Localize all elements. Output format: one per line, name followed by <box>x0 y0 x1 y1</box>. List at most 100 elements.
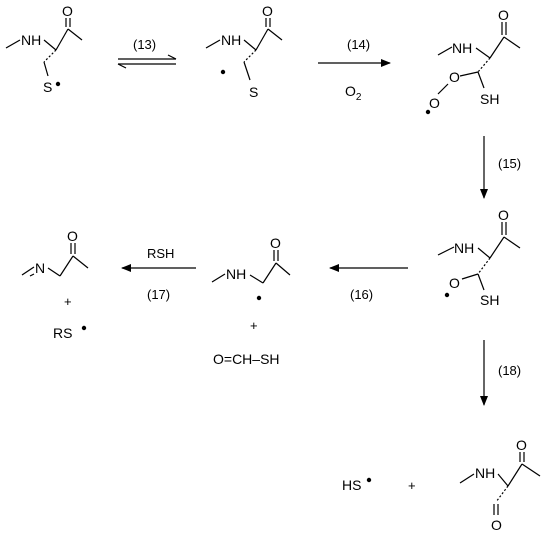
molecule-cysteinyl-thiyl-radical: NH O S <box>5 3 83 95</box>
bond <box>275 262 291 276</box>
plus-sign: + <box>64 294 72 309</box>
reaction-arrow-16: (16) <box>329 264 408 302</box>
hashed-bond <box>243 49 257 63</box>
bond <box>47 267 61 277</box>
nh-atom-label: NH <box>21 32 41 48</box>
bond <box>21 266 35 276</box>
o-atom-label: O <box>62 3 73 19</box>
o-atom-label: O <box>270 235 281 251</box>
o-atom-label: O <box>262 3 273 19</box>
molecule-alkoxyl-radical: NH O SH O <box>437 207 521 308</box>
step-label-13: (13) <box>133 37 156 52</box>
reaction-arrow-14: (14) O2 <box>318 37 391 103</box>
molecule-glycyl-radical: NH O + O=CH–SH <box>211 235 291 367</box>
bond <box>489 236 505 259</box>
bond <box>55 28 69 51</box>
o-atom-label: O <box>498 207 509 223</box>
radical-dot <box>55 81 61 87</box>
bond <box>521 463 541 477</box>
equilibrium-arrow-13: (13) <box>117 37 177 69</box>
step-label-17: (17) <box>147 287 170 302</box>
reaction-arrow-18: (18) <box>480 340 521 406</box>
step-label-18: (18) <box>498 363 521 378</box>
molecule-glycine-product: N O + RS <box>21 228 89 341</box>
o-atom-label: O <box>491 517 502 533</box>
step-label-15: (15) <box>498 156 521 171</box>
molecule-peroxyl-radical: NH O SH O O <box>425 7 521 115</box>
radical-dot <box>425 109 431 115</box>
bond <box>249 274 264 284</box>
plus-sign: + <box>250 318 258 333</box>
radical-dot <box>444 292 450 298</box>
bond <box>211 273 226 283</box>
hashed-bond <box>477 57 491 73</box>
bond <box>437 246 455 256</box>
o-atom-label: O <box>449 69 460 85</box>
forward-arrow-head <box>167 54 177 60</box>
bond <box>262 262 277 284</box>
s-atom-label: S <box>249 84 258 100</box>
bond <box>477 247 491 259</box>
radical-dot <box>366 477 372 483</box>
plus-sign: + <box>408 478 416 493</box>
bond <box>43 61 49 77</box>
bond <box>243 61 251 81</box>
bond <box>459 473 475 484</box>
nh-atom-label: NH <box>452 40 472 56</box>
step-label-14: (14) <box>347 37 370 52</box>
bond <box>43 39 57 51</box>
bond <box>503 36 521 49</box>
o-atom-label: O <box>429 95 440 111</box>
hs-radical: HS <box>342 477 372 493</box>
radical-dot <box>220 69 226 75</box>
nh-atom-label: NH <box>475 465 495 481</box>
bond <box>477 71 485 89</box>
bond <box>267 28 283 41</box>
bond <box>59 255 74 277</box>
nh-atom-label: NH <box>226 266 246 282</box>
o-atom-label: O <box>449 275 460 291</box>
s-atom-label: S <box>43 79 52 95</box>
bond <box>503 236 521 249</box>
bond <box>475 47 491 59</box>
bond <box>489 36 505 59</box>
bond <box>507 463 523 487</box>
bond <box>243 39 257 51</box>
bond <box>437 83 449 95</box>
reverse-arrow-head <box>117 63 127 69</box>
radical-dot <box>256 295 262 301</box>
nh-atom-label: NH <box>454 240 474 256</box>
reaction-arrow-15: (15) <box>480 136 521 199</box>
o-atom-label: O <box>498 7 509 23</box>
bond <box>497 473 509 487</box>
bond <box>72 255 89 269</box>
rs-label: RS <box>53 325 72 341</box>
bond <box>255 28 269 51</box>
o-atom-label: O <box>67 228 78 244</box>
bond <box>461 273 479 280</box>
reagent-rsh: RSH <box>147 246 174 261</box>
sh-atom-label: SH <box>480 91 499 107</box>
o-atom-label: O <box>516 437 527 453</box>
hashed-bond <box>477 257 491 275</box>
n-atom-label: N <box>35 260 45 276</box>
step-label-16: (16) <box>350 287 373 302</box>
molecule-cysteinyl-carbon-radical: NH O S <box>205 3 283 100</box>
hs-label: HS <box>342 477 361 493</box>
reaction-arrow-17: RSH (17) <box>121 246 196 302</box>
thioformaldehyde-formula: O=CH–SH <box>213 351 280 367</box>
bond <box>5 39 21 49</box>
bond <box>29 273 35 277</box>
bond <box>459 71 479 77</box>
molecule-aldehyde-product: NH O O <box>459 437 541 533</box>
nh-atom-label: NH <box>221 32 241 48</box>
radical-dot <box>81 325 87 331</box>
sh-atom-label: SH <box>480 292 499 308</box>
bond <box>205 39 221 49</box>
reagent-o2: O2 <box>345 83 362 103</box>
bond <box>437 46 453 56</box>
bond <box>477 273 485 291</box>
hashed-bond <box>495 485 509 503</box>
hashed-bond <box>43 49 57 63</box>
